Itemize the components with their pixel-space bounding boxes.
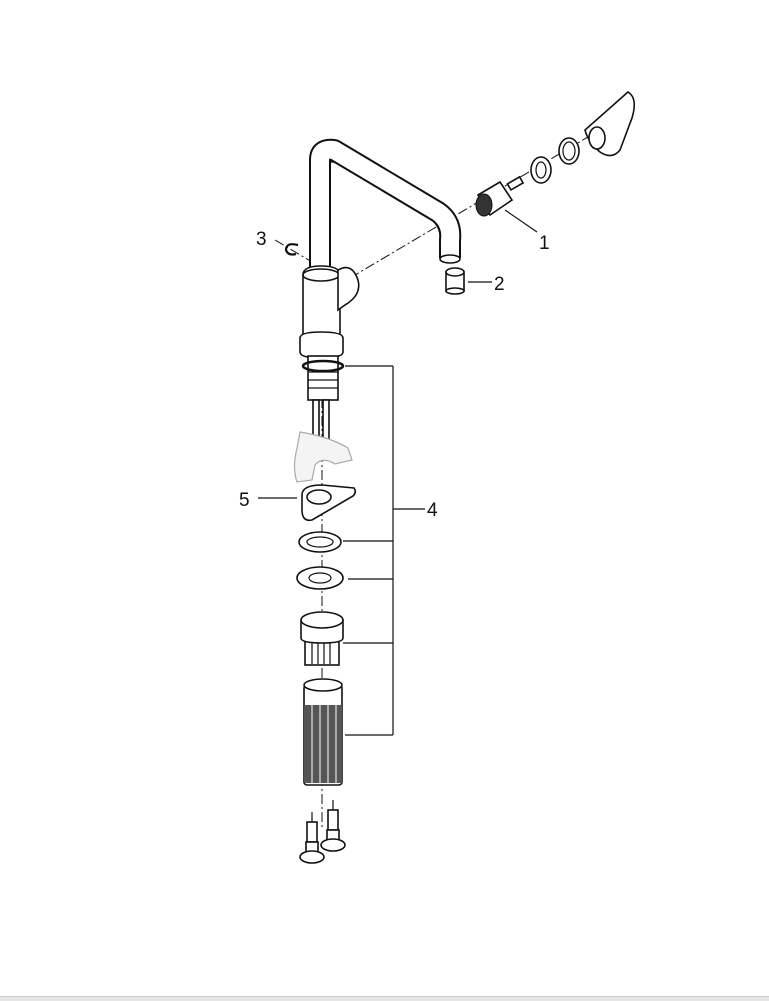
- bracket-4: [343, 365, 425, 736]
- leader-1: [504, 209, 538, 233]
- threaded-sleeve: [303, 678, 343, 786]
- callout-2: 2: [494, 274, 505, 295]
- ring-small: [530, 156, 552, 184]
- aerator: [445, 267, 465, 295]
- bottom-divider: [0, 996, 769, 1001]
- callout-3: 3: [256, 229, 267, 250]
- ring-large: [558, 137, 580, 165]
- lever-handle: [584, 91, 636, 157]
- washer-upper: [298, 531, 342, 553]
- gasket: [293, 431, 353, 483]
- callout-1: 1: [539, 233, 550, 254]
- clip: [284, 243, 299, 256]
- supply-hoses: [299, 800, 346, 864]
- fixing-plate: [301, 484, 357, 522]
- callout-4: 4: [427, 500, 438, 521]
- cartridge: [475, 175, 525, 217]
- callout-5: 5: [239, 490, 250, 511]
- washer-lower: [296, 566, 344, 590]
- centerline-clip: [274, 239, 313, 263]
- faucet-body: [299, 265, 360, 441]
- nut: [300, 611, 344, 666]
- spout: [309, 138, 462, 272]
